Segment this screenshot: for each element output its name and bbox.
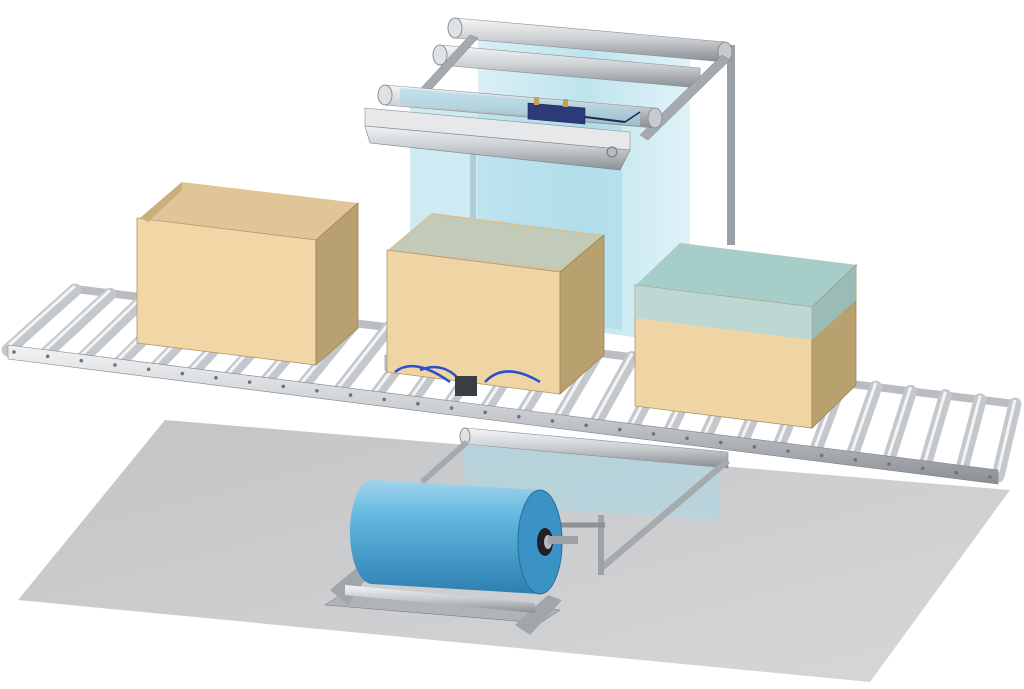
rail-hole: [281, 384, 286, 389]
rail-hole: [752, 445, 757, 449]
frame-side-right: [639, 54, 731, 141]
rail-hole: [247, 380, 252, 384]
roll-body: [350, 480, 562, 594]
rail-hole: [146, 367, 151, 372]
box3-liner-front: [635, 285, 812, 340]
conveyor-roller: [588, 351, 639, 432]
box3-inner-back: [636, 243, 858, 307]
film-roll-icon: [324, 480, 578, 635]
rail-hole: [819, 453, 824, 458]
rail-hole: [651, 432, 656, 436]
lower-frame-right: [600, 458, 730, 570]
conveyor-roller-highlight: [923, 391, 947, 464]
rail-hole: [988, 475, 992, 479]
conveyor-roller-highlight: [593, 352, 634, 422]
box2-side: [559, 234, 605, 395]
box1-inner-back: [140, 182, 358, 240]
rail-hole: [348, 393, 353, 397]
rail-hole: [214, 376, 218, 380]
box2-film-top: [390, 215, 602, 270]
conveyor-roller-highlight: [6, 284, 77, 348]
conveyor-roller: [1, 283, 82, 357]
roll-stand-right: [515, 595, 562, 635]
rail-hole: [315, 388, 319, 393]
conveyor-roller-highlight: [43, 289, 111, 352]
rail-hole: [45, 354, 50, 359]
rail-hole: [449, 406, 454, 410]
conveyor-roller-highlight: [336, 323, 390, 389]
conveyor-roller-highlight: [849, 382, 878, 454]
rail-hole: [718, 440, 723, 445]
frame-post-right: [727, 45, 735, 245]
box1-side: [315, 202, 359, 366]
rail-hole: [113, 363, 117, 367]
conveyor-front-rail: [7, 344, 999, 485]
conveyor-rail-holes: [12, 350, 992, 479]
box1-front: [136, 217, 317, 366]
roll-shaft: [548, 536, 578, 544]
rail-hole: [584, 423, 588, 428]
rail-hole: [382, 397, 387, 402]
lower-frame-left: [420, 440, 469, 484]
conveyor-roller: [38, 287, 117, 362]
sensor-bar-icon: [527, 97, 641, 125]
box3-liner-side: [812, 265, 856, 340]
rail-hole: [786, 449, 790, 453]
conveyor-roller-highlight: [959, 395, 982, 468]
conveyor-roller: [331, 321, 395, 399]
rail-hole: [12, 350, 16, 354]
overhead-roller-assembly: [364, 17, 733, 171]
rail-hole: [483, 410, 487, 415]
conveyor-roller-highlight: [80, 293, 146, 357]
lower-guide-roller: [459, 427, 729, 469]
rail-hole: [887, 462, 891, 466]
rail-hole: [920, 466, 925, 471]
rail-hole: [617, 427, 622, 432]
vacuum-valve: [455, 376, 477, 396]
rail-hole: [79, 358, 84, 363]
cardboard-box-icon: [136, 182, 359, 366]
lower-frame-post: [598, 515, 604, 575]
box-lining-station: [384, 213, 605, 396]
box-lined: [634, 243, 858, 429]
rail-hole: [853, 457, 858, 462]
rail-hole: [685, 436, 689, 441]
box2-inner-back: [388, 213, 604, 272]
conveyor-roller-highlight: [886, 386, 912, 459]
box1-flap: [140, 182, 182, 222]
rail-hole: [517, 414, 521, 419]
rail-hole: [550, 419, 555, 423]
rail-hole: [954, 470, 959, 475]
box2-front: [386, 249, 561, 395]
conveyor-roller: [74, 291, 152, 366]
roll-stand-bar: [345, 585, 535, 613]
rail-hole: [180, 371, 185, 376]
cutter-bar: [364, 107, 631, 171]
conveyor-roller-highlight: [996, 399, 1017, 473]
rail-hole: [416, 401, 420, 406]
